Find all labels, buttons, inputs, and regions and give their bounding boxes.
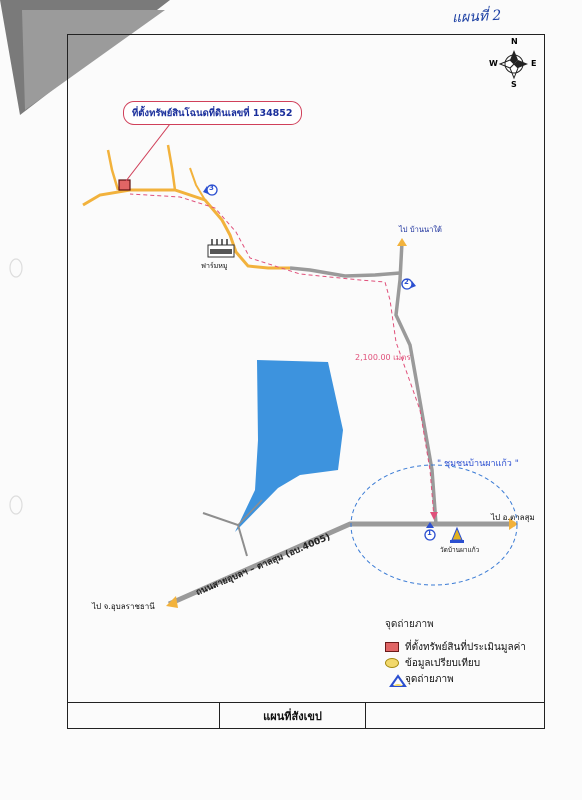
photo-point-2-number: 2	[404, 278, 409, 286]
community-boundary	[350, 464, 518, 586]
to-ubon-label: ไป จ.อุบลราชธานี	[92, 602, 155, 611]
orange-road-line	[82, 188, 290, 270]
orange-road-branch-east	[189, 167, 206, 201]
road-arrow-right	[509, 518, 518, 530]
punch-hole-bottom	[9, 495, 23, 515]
punch-hole-top	[9, 258, 23, 278]
photo-point-1-number: 1	[427, 529, 432, 537]
photo-point-3-number: 3	[209, 184, 214, 192]
temple-icon	[450, 526, 464, 543]
photo-point-1-icon	[424, 522, 436, 541]
footer-title-bar: แผนที่สังเขป	[67, 702, 545, 729]
legend-item-label: ข้อมูลเปรียบเทียบ	[405, 657, 481, 669]
legend-item-subject-property: ที่ตั้งทรัพย์สินที่ประเมินมูลค่า	[385, 639, 526, 655]
parcel-callout-label: ที่ตั้งทรัพย์สินโฉนดที่ดินเลขที่ 134852	[123, 101, 302, 125]
north-road-line	[394, 241, 438, 525]
footer-cell-right	[365, 703, 545, 729]
compass-n-label: N	[511, 37, 518, 46]
legend-item-comparables: ข้อมูลเปรียบเทียบ	[385, 655, 526, 671]
distance-label: 2,100.00 เมตร	[355, 353, 411, 362]
folded-corner-highlight	[22, 10, 165, 110]
route-dashed-line	[129, 193, 435, 519]
community-label: " ชุมชนบ้านผาแก้ว "	[437, 459, 519, 469]
legend-yellow-swatch	[385, 658, 399, 668]
legend: จุดถ่ายภาพ ที่ตั้งทรัพย์สินที่ประเมินมูล…	[385, 617, 526, 687]
farm-icon	[207, 239, 235, 258]
compass-e-label: E	[531, 59, 537, 68]
footer-title: แผนที่สังเขป	[263, 710, 322, 723]
parcel-callout-pointer	[125, 123, 171, 182]
main-road-line	[167, 521, 515, 607]
parcel-marker	[118, 179, 131, 191]
road-arrow-up	[397, 238, 407, 246]
photo-point-2-icon	[401, 278, 416, 290]
minor-road-branch-2	[237, 499, 263, 526]
orange-road-branch-northwest	[106, 149, 120, 191]
handwritten-note: แผนที่ 2	[451, 7, 502, 27]
legend-red-swatch	[385, 642, 399, 652]
farm-label: ฟาร์มหมู	[201, 262, 228, 270]
route-arrowhead	[430, 512, 438, 520]
road-arrow-left	[166, 596, 178, 608]
to-ban-na-tai-label: ไป บ้านนาใต้	[399, 225, 442, 234]
east-west-gray-road	[289, 266, 401, 278]
legend-photo-point-icon	[389, 674, 407, 687]
reservoir-shape	[235, 360, 343, 532]
photo-point-3-icon	[203, 184, 218, 196]
footer-cell-left	[67, 703, 220, 729]
legend-item-photo-point: จุดถ่ายภาพ	[385, 671, 526, 687]
compass-w-label: W	[489, 59, 498, 68]
to-tan-sum-label: ไป อ.ตาลสุม	[491, 513, 535, 522]
compass-icon	[498, 50, 528, 80]
compass-s-label: S	[511, 80, 517, 89]
legend-item-label: ที่ตั้งทรัพย์สินที่ประเมินมูลค่า	[405, 641, 526, 653]
map-frame	[67, 34, 545, 729]
legend-item-label: จุดถ่ายภาพ	[405, 673, 454, 685]
orange-road-branch-north	[166, 144, 177, 191]
legend-title: จุดถ่ายภาพ	[385, 619, 434, 630]
temple-label: วัดบ้านผาแก้ว	[440, 546, 480, 554]
